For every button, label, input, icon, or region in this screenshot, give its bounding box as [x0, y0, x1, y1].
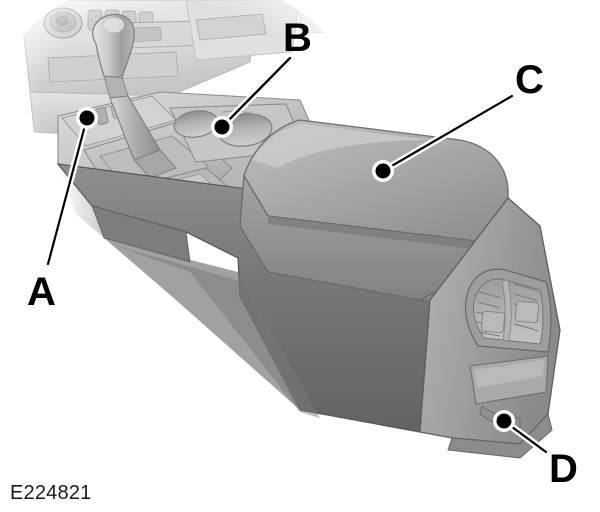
shift-knob — [92, 13, 135, 79]
cupholder-rim-highlight — [221, 110, 267, 123]
dashboard-display-bezel — [195, 13, 267, 41]
steering-column-hint — [299, 0, 361, 35]
callout-dot-b — [214, 119, 230, 135]
callout-label-b: B — [283, 16, 312, 60]
armrest-lid-seam — [268, 216, 500, 252]
automatic-transmission-shift-lever — [92, 13, 177, 179]
callout-label-a: A — [27, 270, 56, 314]
callout-dot-d — [496, 413, 512, 429]
rear-seat-air-vents — [464, 268, 552, 353]
rear-console-assembly — [419, 197, 561, 459]
shift-base — [133, 149, 177, 179]
callout-label-c: C — [515, 58, 544, 102]
callout-label-d: D — [549, 447, 578, 491]
rear-console-skirt — [447, 412, 553, 459]
armrest-top-highlight — [252, 124, 440, 168]
storage-door-highlight — [474, 360, 544, 388]
rotary-climate-control-knob — [43, 7, 83, 39]
callout-leader-d — [493, 410, 550, 456]
console-flank-crease — [116, 246, 320, 418]
shift-knob-highlight — [104, 17, 125, 33]
callout-leader-a — [44, 107, 98, 268]
vent-blade-left — [481, 310, 505, 334]
callout-leader-c — [372, 92, 516, 182]
vent-center-divider — [501, 279, 512, 342]
vent-blade-right — [515, 300, 539, 324]
figure-image-id: E224821 — [10, 482, 92, 504]
callout-leader-b — [211, 54, 294, 138]
callout-dot-a — [79, 110, 95, 126]
callout-leaders — [44, 54, 550, 456]
callout-dot-c — [375, 163, 391, 179]
